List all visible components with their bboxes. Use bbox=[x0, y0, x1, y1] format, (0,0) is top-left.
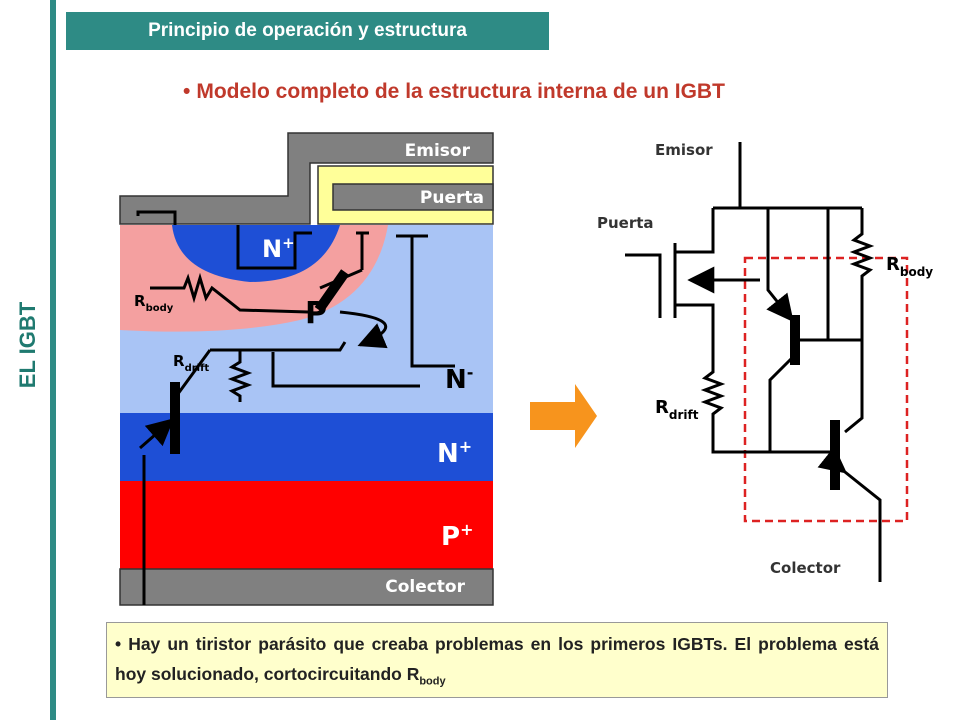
mosfet-gate bbox=[625, 253, 662, 318]
mosfet-source bbox=[675, 303, 715, 360]
emitter-line bbox=[713, 142, 862, 210]
r-body-left-resistor bbox=[150, 272, 309, 314]
r-drift-left-resistor bbox=[210, 348, 253, 402]
npn-base-right bbox=[830, 420, 840, 490]
layer-n-plus bbox=[120, 413, 493, 481]
gate-metal bbox=[332, 183, 494, 211]
circuit-label-emisor: Emisor bbox=[655, 141, 713, 159]
label-emisor: Emisor bbox=[405, 141, 471, 161]
thyristor-highlight-box bbox=[743, 256, 909, 523]
label-puerta: Puerta bbox=[420, 188, 484, 208]
npn-collector-right bbox=[844, 340, 864, 434]
igbt-structure: Emisor Puerta Colector N+ P N- N+ P+ Rbo… bbox=[119, 132, 494, 606]
pnp-base-right bbox=[790, 315, 800, 365]
label-n-plus-top: N+ bbox=[262, 234, 295, 263]
equivalent-circuit: Emisor Puerta Colector Rbody Rdrift bbox=[597, 141, 933, 582]
bullet-dot: • bbox=[183, 80, 191, 103]
note-subscript: body bbox=[419, 675, 446, 688]
transform-arrow bbox=[530, 384, 597, 448]
collector-metal bbox=[119, 568, 494, 606]
note-box: • Hay un tiristor parásito que creaba pr… bbox=[106, 622, 888, 698]
region-n-plus-source bbox=[172, 225, 340, 282]
label-r-body-left: Rbody bbox=[134, 292, 174, 314]
layer-p-plus bbox=[120, 481, 493, 569]
slide-subtitle: •Modelo completo de la estructura intern… bbox=[183, 80, 725, 104]
gate-wire bbox=[396, 234, 455, 368]
pnp-base-wire bbox=[240, 341, 347, 352]
r-body-resistor bbox=[800, 208, 875, 342]
npn-collector-arrow bbox=[339, 310, 388, 349]
npn-emitter-right bbox=[817, 446, 882, 582]
slide-header: Principio de operación y estructura bbox=[66, 12, 549, 50]
emitter-metal bbox=[119, 132, 494, 225]
pnp-transistor-base-left bbox=[170, 382, 180, 454]
circuit-label-r-drift: Rdrift bbox=[655, 397, 699, 422]
r-drift-resistor bbox=[700, 360, 832, 454]
circuit-label-colector: Colector bbox=[770, 559, 841, 577]
label-n-plus: N+ bbox=[437, 437, 472, 469]
subtitle-text: Modelo completo de la estructura interna… bbox=[196, 80, 725, 103]
emitter-wire bbox=[136, 210, 177, 225]
circuit-label-r-body: Rbody bbox=[886, 254, 933, 279]
n-plus-wire bbox=[356, 231, 369, 270]
note-text: Hay un tiristor parásito que creaba prob… bbox=[115, 634, 879, 684]
mosfet-drain bbox=[675, 208, 715, 254]
pnp-collector-right bbox=[768, 356, 794, 452]
n-minus-wire bbox=[271, 352, 420, 388]
pnp-emitter bbox=[139, 418, 175, 450]
label-n-minus: N- bbox=[445, 363, 473, 395]
pnp-emitter-right bbox=[766, 208, 794, 323]
label-p-plus: P+ bbox=[441, 520, 473, 552]
side-accent-bar bbox=[50, 0, 56, 720]
label-colector: Colector bbox=[385, 577, 465, 597]
embedded-circuit bbox=[136, 210, 455, 605]
circuit-label-puerta: Puerta bbox=[597, 214, 654, 232]
source-contact-wire bbox=[236, 225, 312, 270]
npn-transistor-base-left bbox=[314, 269, 350, 313]
